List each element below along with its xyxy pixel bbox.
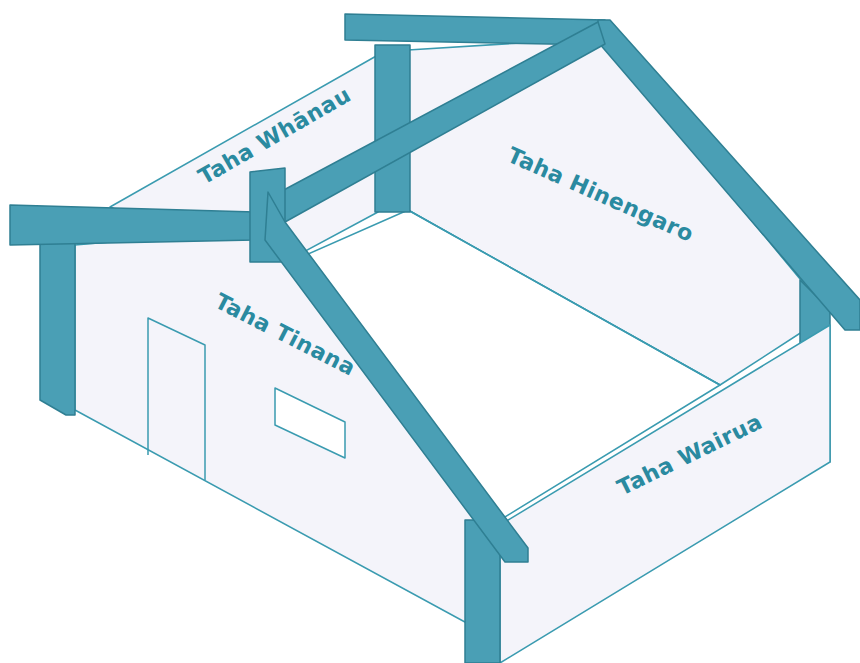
beam: [10, 205, 255, 245]
side-wall: [500, 325, 830, 663]
window: [275, 388, 345, 458]
rafter: [265, 192, 528, 562]
post: [40, 230, 75, 415]
door: [148, 318, 205, 480]
rafter: [598, 20, 860, 330]
